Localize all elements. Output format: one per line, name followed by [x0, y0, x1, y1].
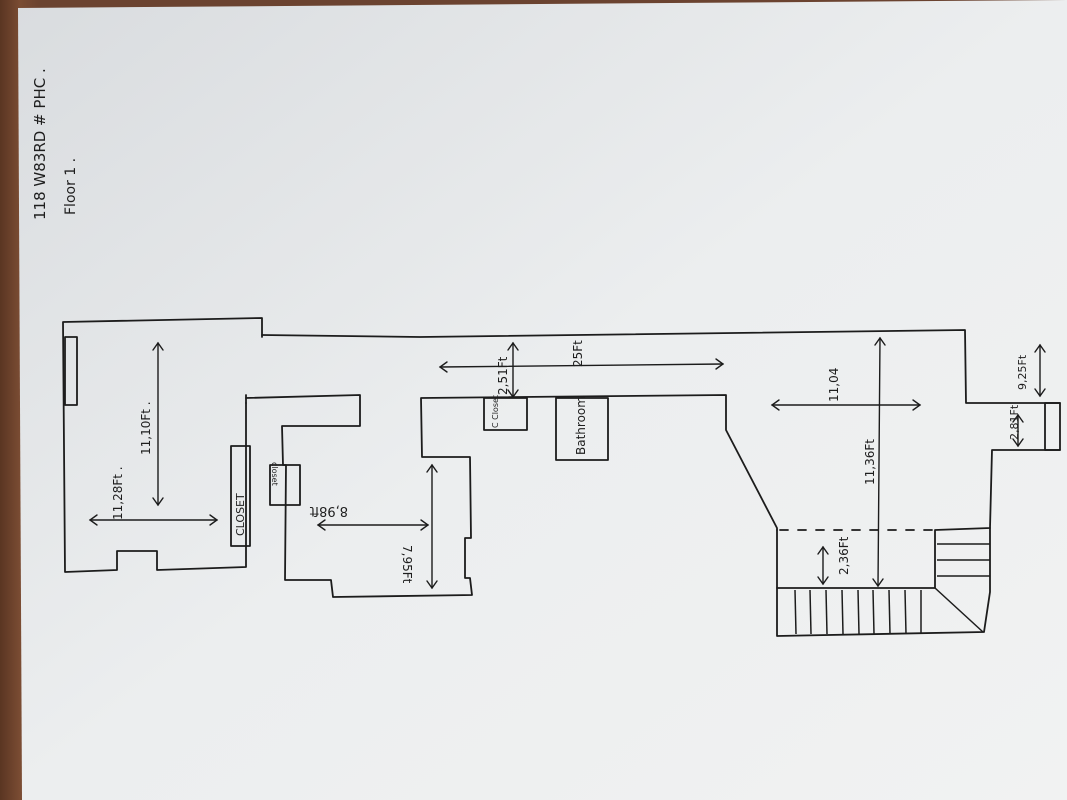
c-closet-box: [483, 397, 528, 431]
label-c-closet: C Closet: [491, 395, 500, 428]
dim-2-81ft: 2,81Ft: [1008, 404, 1021, 440]
dim-11-04: 11,04: [827, 368, 841, 402]
small-closet-box: [269, 464, 301, 506]
stair-outline: [776, 527, 991, 637]
dim-7-95ft: 7,95Ft: [400, 545, 414, 584]
label-closet: CLOSET: [234, 493, 247, 536]
window-mark: [64, 336, 78, 406]
wall-stub: [1044, 402, 1061, 451]
dim-25ft: 25Ft: [571, 340, 585, 367]
closet-box: [230, 445, 251, 547]
label-bathroom: Bathroom: [574, 396, 588, 455]
corridor-lower-wall: [245, 394, 778, 598]
bathroom-box: [555, 397, 609, 461]
paper-sheet: [18, 0, 1067, 800]
label-small-closet: closet: [270, 462, 279, 486]
left-room-wall: [62, 317, 263, 573]
top-corridor-wall: [261, 329, 1061, 404]
dim-8-98ft: 8,98ft: [310, 503, 348, 518]
stairs: [794, 543, 990, 635]
header-floor: Floor 1 .: [63, 158, 79, 215]
floor-plan-walls: [62, 317, 1061, 637]
dim-11-28ft: 11,28Ft .: [111, 466, 125, 520]
dim-11-36ft: 11,36Ft: [863, 439, 877, 485]
dim-11-10ft: 11,10Ft .: [139, 401, 153, 455]
dim-2-36ft: 2,36Ft: [837, 536, 851, 575]
dim-2-51ft: 2,51Ft: [496, 356, 510, 395]
header-address: 118 W83RD # PHC .: [31, 68, 49, 220]
dimension-arrows: [88, 336, 1046, 590]
dim-9-25ft: 9,25Ft: [1016, 354, 1029, 390]
